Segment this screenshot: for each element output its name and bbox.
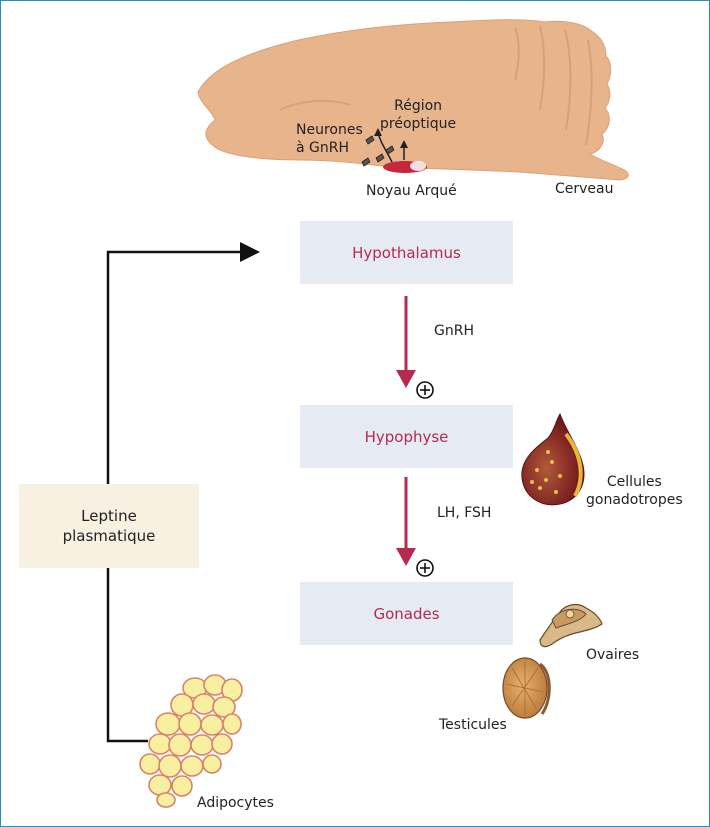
lh-fsh-arrow [396, 477, 416, 566]
testis-illustration [502, 657, 551, 719]
gonades-label: Gonades [373, 604, 440, 623]
preoptic-region-label-line1: Région [394, 98, 443, 114]
gnrh-neurons-label: Neurones à GnRH [296, 121, 363, 157]
hypothalamus-label: Hypothalamus [352, 243, 461, 262]
gonadotrope-cells-label-line2: gonadotropes [586, 492, 683, 508]
preoptic-region-label-line2: préoptique [380, 116, 457, 132]
adipocytes-label: Adipocytes [197, 795, 274, 811]
adipocytes-illustration [139, 674, 243, 808]
gnrh-arrow-label: GnRH [434, 323, 474, 339]
lh-fsh-arrow-label: LH, FSH [437, 505, 492, 521]
leptine-box: Leptine plasmatique [19, 484, 199, 568]
hypothalamus-box: Hypothalamus [300, 221, 513, 284]
hypophyse-label: Hypophyse [364, 427, 449, 446]
leptine-label-line1: Leptine [81, 507, 137, 525]
brain-label: Cerveau [555, 181, 614, 197]
testes-label: Testicules [439, 717, 507, 733]
gonadotrope-cells-label-line1: Cellules [606, 474, 662, 490]
brain-illustration [197, 19, 629, 181]
neuron-icon [361, 135, 395, 167]
pituitary-illustration [521, 412, 585, 506]
gnrh-neurons-label-line1: Neurones [296, 122, 363, 138]
leptine-label-line2: plasmatique [62, 527, 156, 545]
gonadotrope-cells-label: Cellules gonadotropes [586, 473, 683, 509]
ovary-illustration [539, 603, 603, 648]
arcuate-nucleus-label: Noyau Arqué [366, 183, 457, 199]
gonades-box: Gonades [300, 582, 513, 645]
gnrh-arrow [396, 296, 416, 388]
hypophyse-box: Hypophyse [300, 405, 513, 468]
gnrh-neurons-label-line2: à GnRH [296, 140, 350, 156]
preoptic-region-label: Région préoptique [380, 97, 456, 133]
ovaries-label: Ovaires [586, 647, 640, 663]
